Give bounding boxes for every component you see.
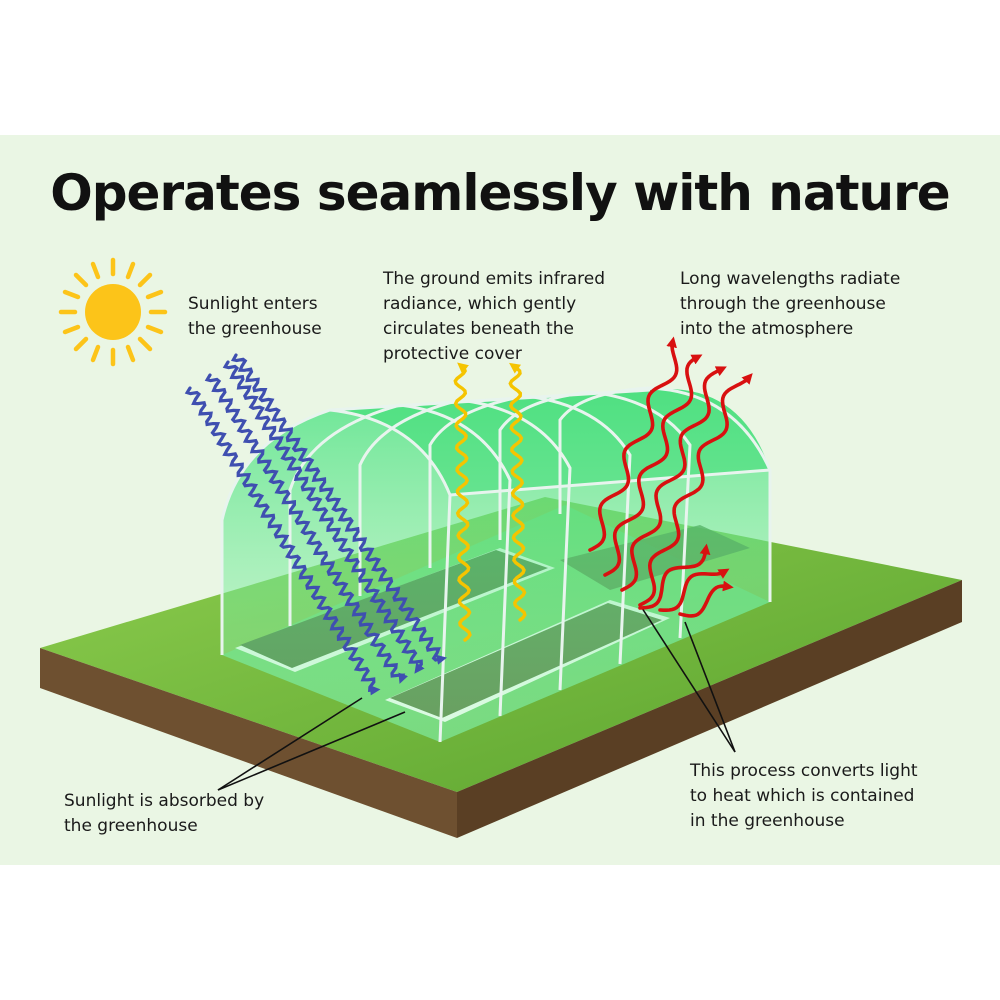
leader-lines (217, 607, 736, 791)
infrared-waves (453, 362, 527, 642)
infrared-wave-arrow (453, 362, 472, 642)
infrared-wave-arrow (508, 362, 527, 622)
heat-wave-arrow (638, 373, 753, 607)
caption-long-wavelengths: Long wavelengths radiate through the gre… (680, 269, 901, 339)
caption-ground-emits: The ground emits infrared radiance, whic… (383, 269, 605, 364)
heat-wave-arrow (638, 543, 711, 610)
sunlight-waves (184, 353, 448, 696)
caption-process-converts: This process converts light to heat whic… (690, 761, 918, 831)
sun-rays (58, 257, 168, 367)
sunlight-wave-arrow (184, 386, 381, 696)
sunlight-wave-arrow (230, 353, 448, 665)
caption-sunlight-absorbed: Sunlight is absorbed by the greenhouse (64, 791, 265, 836)
heat-wave-arrow (588, 336, 679, 552)
caption-sunlight-enters: Sunlight enters the greenhouse (188, 294, 322, 339)
heat-wave-arrow (603, 354, 703, 577)
heat-wave-arrow (658, 568, 730, 612)
heat-waves (588, 336, 753, 618)
sun-icon (85, 284, 141, 340)
sunlight-wave-arrow (222, 360, 425, 674)
heat-wave-arrow (620, 366, 727, 592)
heat-wave-arrow (678, 580, 734, 618)
sunlight-wave-arrow (204, 373, 409, 684)
page-title: Operates seamlessly with nature (50, 164, 950, 222)
